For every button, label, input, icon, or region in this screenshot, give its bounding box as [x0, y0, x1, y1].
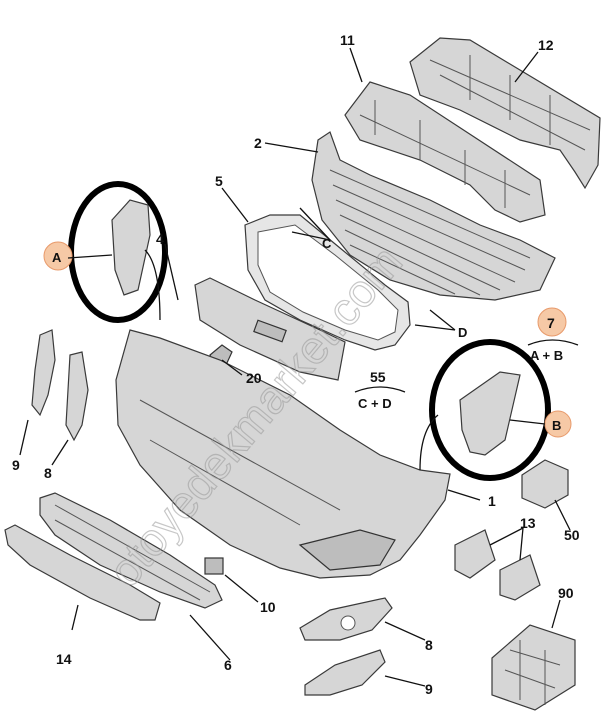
part-11-upper-bracket: [344, 81, 546, 223]
part-14-lower-trim: [4, 524, 161, 621]
callout-4: 4: [156, 231, 164, 247]
callout-1: 1: [488, 493, 496, 509]
part-8-fog-bezel: [299, 597, 393, 641]
part-left-bracket: [111, 199, 151, 296]
callout-11: 11: [340, 32, 355, 48]
callout-8-bezel: 8: [425, 637, 433, 653]
part-1-bumper-cover: [115, 329, 451, 579]
callout-5: 5: [215, 173, 223, 189]
part-12-upper-beam: [409, 37, 601, 190]
callout-14: 14: [56, 651, 72, 667]
callout-7: 7: [547, 315, 555, 331]
callout-8-left: 8: [44, 465, 52, 481]
part-13-sensor-holders: [454, 529, 541, 601]
callout-9-bezel: 9: [425, 681, 433, 697]
part-6-lower-grille: [39, 492, 223, 609]
ref-cd-label: C + D: [358, 396, 392, 411]
part-9-left-side-bracket: [31, 329, 56, 417]
ref-badge-7: [537, 307, 567, 337]
part-90-fastener-kit: [491, 624, 576, 711]
ref-badge-a: [43, 241, 73, 271]
callout-12: 12: [538, 37, 554, 53]
highlight-circle-right: [429, 339, 551, 481]
highlight-arrow-right: [419, 414, 439, 471]
brace-55: [354, 386, 406, 393]
callout-50: 50: [564, 527, 580, 543]
part-2-upper-grille: [311, 131, 556, 301]
part-10-bracket: [204, 557, 224, 575]
ref-a-label: A: [52, 250, 62, 265]
highlight-arrow-left: [144, 249, 161, 321]
part-4-lower-strip: [194, 277, 346, 381]
ref-b-label: B: [552, 418, 561, 433]
part-50-sensor-block: [521, 459, 569, 509]
callout-2: 2: [254, 135, 262, 151]
brace-7: [527, 339, 579, 346]
part-7-right-bracket: [459, 371, 521, 456]
callout-20: 20: [246, 370, 262, 386]
callout-55: 55: [370, 369, 386, 385]
callout-9-left: 9: [12, 457, 20, 473]
callout-10: 10: [260, 599, 276, 615]
ref-ab-label: A + B: [530, 348, 563, 363]
part-9-fog-bezel: [304, 649, 386, 696]
callout-90: 90: [558, 585, 574, 601]
ref-d-label: D: [458, 325, 467, 340]
ref-c-label: C: [322, 236, 332, 251]
part-8-left-side-bracket: [65, 351, 89, 442]
callout-6: 6: [224, 657, 232, 673]
callout-13: 13: [520, 515, 536, 531]
part-5-grille-frame: [244, 214, 411, 351]
